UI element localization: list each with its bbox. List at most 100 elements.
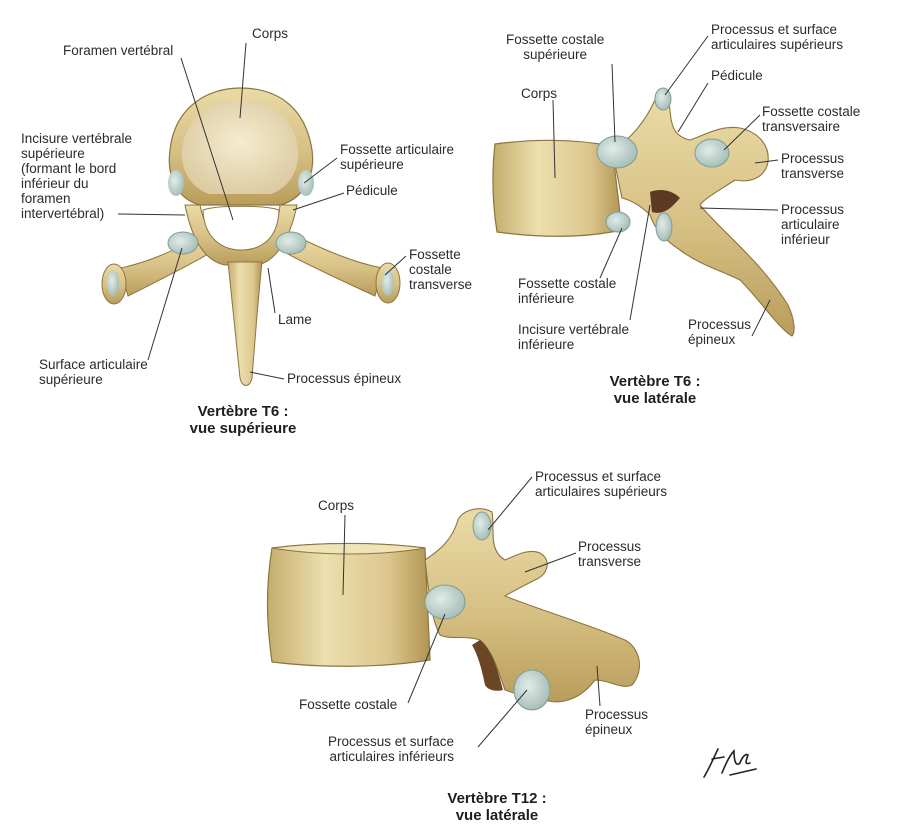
label-incisure-vertebrale-inferieure: Incisure vertébrale inférieure (518, 322, 629, 352)
label-processus-articulaire-inferieur: Processus articulaire inférieur (781, 202, 844, 247)
leader-lines (117, 35, 779, 748)
label-line: supérieure (523, 47, 588, 62)
label-proc-surf-art-inf-t12: Processus et surface articulaires inféri… (328, 734, 454, 764)
label-line: (formant le bord (21, 161, 117, 176)
label-pedicule-t6-lateral: Pédicule (711, 68, 763, 83)
leader-fossette-costale-transverse (384, 255, 407, 276)
caption-t12-lateral: Vertèbre T12 : vue latérale (422, 790, 572, 824)
label-surface-articulaire-superieure: Surface articulaire supérieure (39, 357, 148, 387)
label-processus-epineux-t12: Processus épineux (585, 707, 648, 737)
leader-proc-transverse-t6 (754, 159, 779, 164)
label-line: transverse (578, 554, 642, 569)
leader-fossette-costale-sup (611, 63, 616, 143)
leader-fossette-costale-inf (599, 227, 623, 279)
leader-proc-epineux-t6-lat (751, 299, 771, 337)
label-line: Processus et surface (535, 469, 662, 484)
label-line: Fossette costale (762, 104, 861, 119)
label-line: épineux (688, 332, 736, 347)
leader-incisure-inf (629, 204, 651, 321)
label-line: inférieure (518, 337, 575, 352)
label-line: Processus épineux (287, 371, 402, 386)
label-line: Processus (781, 202, 845, 217)
label-line: articulaires inférieurs (329, 749, 455, 764)
label-line: Fossette costale (518, 276, 617, 291)
label-processus-transverse-t6: Processus transverse (781, 151, 844, 181)
label-line: Corps (252, 26, 289, 41)
leader-fossette-costale-transv (723, 114, 761, 151)
label-line: Processus (781, 151, 845, 166)
leader-corps-t12 (342, 514, 346, 596)
label-line: inférieur (781, 232, 830, 247)
label-fossette-costale-t12: Fossette costale (299, 697, 397, 712)
leader-foramen (180, 57, 234, 221)
leader-proc-surf-art-sup-t12 (487, 476, 533, 531)
label-line: supérieure (340, 157, 404, 172)
leader-pedicule-t6 (292, 192, 345, 211)
caption-line: Vertèbre T6 : (197, 403, 289, 420)
label-corps-t12: Corps (318, 498, 354, 513)
label-proc-surf-art-sup-t12: Processus et surface articulaires supéri… (535, 469, 667, 499)
label-processus-epineux-t6-lateral: Processus épineux (688, 317, 751, 347)
t6-superior-view (101, 87, 401, 386)
label-fossette-costale-transversaire: Fossette costale transversaire (762, 104, 860, 134)
label-line: articulaires supérieurs (535, 484, 668, 499)
label-line: Fossette costale (299, 697, 398, 712)
caption-t6-superior: Vertèbre T6 : vue supérieure (168, 403, 318, 437)
label-line: Processus et surface (328, 734, 455, 749)
label-line: Processus (578, 539, 642, 554)
label-line: Pédicule (711, 68, 763, 83)
label-line: supérieure (39, 372, 103, 387)
label-line: inférieur du (21, 176, 89, 191)
leader-proc-epineux-t12 (596, 665, 601, 707)
label-incisure-vertebrale-superieure: Incisure vertébrale supérieure (formant … (21, 131, 132, 221)
label-line: foramen (21, 191, 71, 206)
caption-line: Vertèbre T12 : (447, 790, 547, 807)
leader-proc-art-inf (699, 207, 779, 211)
label-line: articulaire (781, 217, 840, 232)
label-fossette-costale-superieure: Fossette costale supérieure (506, 32, 604, 62)
label-fossette-articulaire-superieure: Fossette articulaire supérieure (340, 142, 454, 172)
caption-line: vue supérieure (189, 420, 297, 437)
label-lame: Lame (278, 312, 312, 327)
label-line: Pédicule (346, 183, 398, 198)
caption-t6-lateral: Vertèbre T6 : vue latérale (580, 373, 730, 407)
caption-line: Vertèbre T6 : (609, 373, 701, 390)
label-line: Processus (585, 707, 649, 722)
label-foramen-vertebral: Foramen vertébral (63, 43, 173, 58)
label-line: articulaires supérieurs (711, 37, 844, 52)
label-line: Corps (318, 498, 355, 513)
label-line: Foramen vertébral (63, 43, 174, 58)
leader-proc-transverse-t12 (524, 552, 577, 573)
leader-fossette-costale-t12 (407, 613, 446, 704)
label-line: Incisure vertébrale (518, 322, 630, 337)
leader-proc-surf-art-inf-t12 (477, 689, 528, 748)
label-line: transverse (409, 277, 473, 292)
label-line: Fossette (409, 247, 461, 262)
t6-lateral-view (492, 87, 795, 337)
caption-line: vue latérale (613, 390, 697, 407)
leader-fossette-articulaire (303, 157, 338, 184)
label-line: Processus et surface (711, 22, 838, 37)
label-line: Incisure vertébrale (21, 131, 133, 146)
label-line: épineux (585, 722, 633, 737)
label-line: transversaire (762, 119, 841, 134)
t12-lateral-view (266, 508, 641, 711)
label-line: supérieure (21, 146, 85, 161)
label-line: Fossette costale (506, 32, 605, 47)
caption-line: vue latérale (455, 807, 539, 824)
label-corps-t6-lateral: Corps (521, 86, 557, 101)
label-fossette-costale-inferieure: Fossette costale inférieure (518, 276, 616, 306)
leader-lame (267, 267, 276, 314)
leader-corps-t6 (239, 42, 247, 119)
leader-pedicule-t6-lat (677, 82, 709, 133)
label-proc-surf-art-sup-t6: Processus et surface articulaires supéri… (711, 22, 843, 52)
label-processus-epineux-t6-superior: Processus épineux (287, 371, 401, 386)
label-line: Fossette articulaire (340, 142, 455, 157)
label-line: Lame (278, 312, 312, 327)
label-line: inférieure (518, 291, 575, 306)
label-fossette-costale-transverse: Fossette costale transverse (409, 247, 472, 292)
label-line: Corps (521, 86, 558, 101)
leader-incisure-sup (117, 213, 186, 216)
label-processus-transverse-t12: Processus transverse (578, 539, 641, 569)
